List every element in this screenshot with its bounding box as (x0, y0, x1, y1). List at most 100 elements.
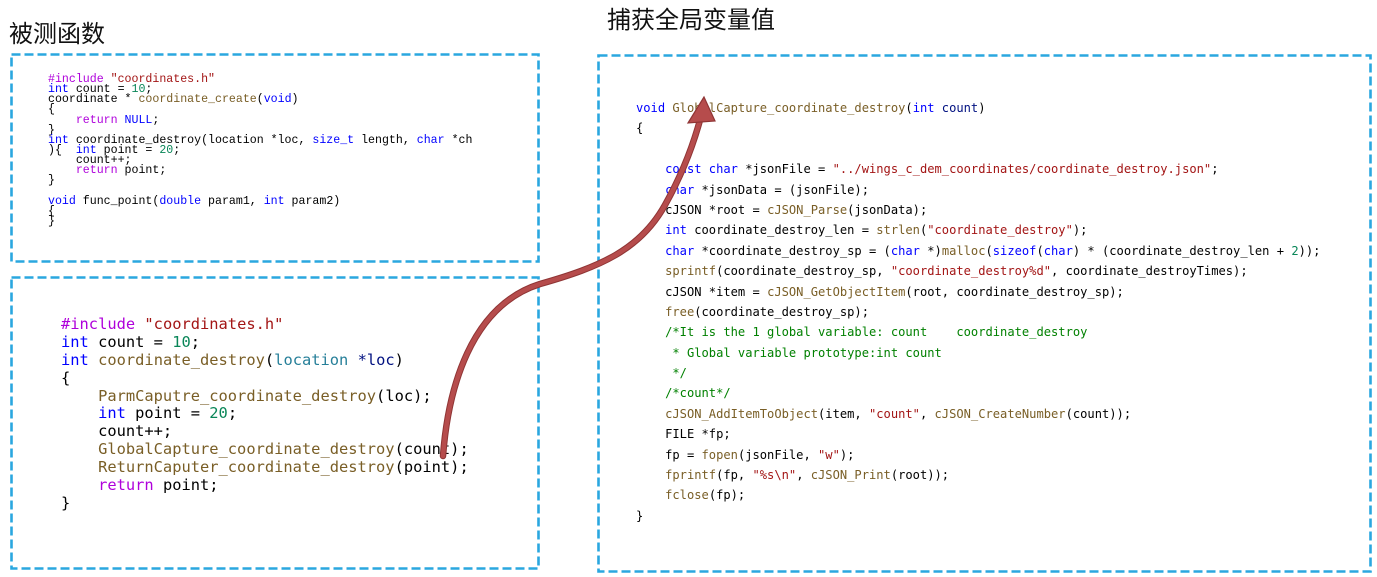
code-line: count++; (61, 422, 469, 441)
code-token: ( (264, 350, 275, 369)
original-function-code: #include "coordinates.h"int count = 10;c… (48, 74, 472, 228)
code-token: 20 (209, 404, 228, 423)
code-line: GlobalCapture_coordinate_destroy(count); (61, 440, 469, 459)
code-token: param2) (284, 194, 341, 208)
code-token: } (636, 508, 644, 523)
code-token: const char (636, 162, 738, 177)
code-token: fp = (636, 447, 702, 462)
code-token: char (890, 243, 920, 258)
code-line: fprintf(fp, "%s\n", cJSON_Print(root)); (636, 465, 1320, 485)
code-token: ; (227, 404, 238, 423)
code-token: "coordinates.h" (144, 315, 284, 333)
global-capture-function-code: void GlobalCapture_coordinate_destroy(in… (636, 98, 1320, 526)
code-token: #include (61, 315, 145, 333)
code-token: *coordinate_destroy_sp = ( (694, 243, 891, 258)
code-token: int (636, 223, 687, 238)
code-line: char *jsonData = (jsonFile); (636, 180, 1320, 200)
code-token: count++; (61, 422, 173, 441)
code-token: (fp); (708, 488, 746, 503)
code-line: * Global variable prototype:int count (636, 343, 1320, 363)
code-token: ; (173, 143, 181, 157)
code-token: cJSON_Print (810, 468, 891, 483)
code-token: */ (636, 366, 687, 381)
code-token: int (61, 404, 126, 423)
code-line: void GlobalCapture_coordinate_destroy(in… (636, 98, 1320, 118)
code-token: "w" (818, 447, 840, 462)
code-line: { (48, 206, 472, 218)
code-token: (jsonFile, (737, 447, 819, 462)
code-token: malloc (941, 243, 986, 258)
code-token: (count); (394, 440, 469, 459)
code-line: cJSON *root = cJSON_Parse(jsonData); (636, 200, 1320, 220)
code-token: )); (1298, 243, 1321, 258)
code-token: ); (839, 447, 855, 462)
instrumented-function-code: #include "coordinates.h"int count = 10;i… (61, 315, 469, 513)
code-line: const char *jsonFile = "../wings_c_dem_c… (636, 159, 1320, 179)
code-token: char (636, 243, 695, 258)
code-token: cJSON *root = (636, 202, 768, 217)
code-token: GlobalCapture_coordinate_destroy (61, 440, 395, 459)
code-token: int (263, 194, 285, 208)
code-token: count = (88, 332, 173, 351)
code-token: "%s\n" (752, 468, 797, 483)
code-token: 10 (172, 332, 191, 351)
code-line: return NULL; (48, 113, 472, 127)
code-line: fp = fopen(jsonFile, "w"); (636, 445, 1320, 465)
code-token: ; (190, 332, 201, 351)
code-token: fclose (636, 488, 709, 503)
code-token: return (48, 164, 118, 178)
code-token: *jsonFile = (737, 162, 833, 177)
code-token: ( (905, 101, 913, 115)
code-token: * Global variable prototype:int count (636, 345, 942, 360)
code-token: ); (1072, 223, 1088, 238)
code-token: char (636, 182, 695, 197)
code-token: ) (291, 93, 299, 107)
code-token: (coordinate_destroy_sp); (694, 304, 869, 319)
code-line: int point = 20; (61, 405, 469, 423)
code-token: *loc (348, 350, 395, 369)
code-token: { (61, 368, 71, 387)
code-line: return point; (61, 476, 469, 495)
code-token: void (636, 101, 666, 115)
code-line: ReturnCaputer_coordinate_destroy(point); (61, 458, 469, 477)
code-line: free(coordinate_destroy_sp); (636, 302, 1320, 322)
code-token: NULL (124, 113, 153, 127)
code-token: ) (394, 350, 404, 369)
code-line: { (636, 118, 1320, 138)
code-token: cJSON_GetObjectItem (767, 284, 906, 299)
code-line: sprintf(coordinate_destroy_sp, "coordina… (636, 261, 1320, 281)
code-token: point; (153, 476, 219, 495)
code-line: } (48, 214, 472, 228)
code-token: ReturnCaputer_coordinate_destroy (61, 458, 395, 477)
code-token: free (636, 304, 695, 319)
code-token: ( (256, 93, 264, 107)
code-line: void func_point(double param1, int param… (48, 194, 472, 208)
code-token: (root)); (890, 468, 950, 483)
code-token: double (159, 194, 202, 208)
code-line: int coordinate_destroy(location *loc) (61, 350, 469, 370)
code-token: return (48, 113, 125, 127)
code-token: { (636, 121, 644, 136)
code-token: char (416, 133, 445, 147)
code-line: } (48, 175, 472, 187)
code-token: *) (919, 243, 942, 258)
code-token: } (48, 214, 55, 228)
code-line: cJSON_AddItemToObject(item, "count", cJS… (636, 404, 1320, 424)
code-token: count (934, 101, 979, 115)
code-token: , (919, 406, 935, 421)
code-token: "count" (869, 406, 920, 421)
code-line: coordinate * coordinate_create(void) (48, 93, 472, 107)
code-token: location (274, 350, 349, 369)
code-token: (fp, (716, 468, 753, 483)
code-token: ; (1211, 162, 1219, 177)
code-line: /*It is the 1 global variable: count coo… (636, 322, 1320, 342)
code-token: char (1043, 243, 1073, 258)
code-token: *jsonData = (jsonFile); (694, 182, 869, 197)
code-token: ( (1036, 243, 1044, 258)
code-token: point; (117, 164, 167, 178)
code-token: "coordinate_destroy" (927, 223, 1073, 238)
code-token (89, 351, 98, 369)
code-line: int coordinate_destroy_len = strlen("coo… (636, 220, 1320, 240)
code-token: ) (978, 101, 986, 115)
code-token: "coordinate_destroy%d" (890, 264, 1052, 279)
